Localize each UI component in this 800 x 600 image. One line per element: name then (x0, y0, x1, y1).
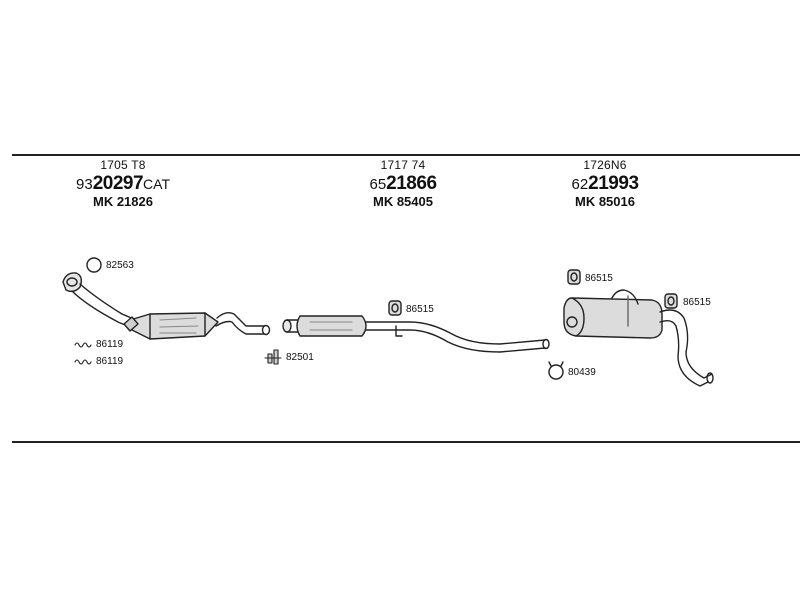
reference-code: 1705 T8 (100, 158, 146, 172)
callout-86119-a: 86119 (96, 339, 124, 350)
callout-80439: 80439 (568, 367, 596, 378)
reference-code: 1717 74 (380, 158, 426, 172)
part-suffix: CAT (143, 175, 170, 192)
part-prefix: 62 (571, 175, 589, 193)
bottom-divider (12, 441, 800, 443)
section-header-catalytic: 1705 T8 9320297CAT MK 21826 (58, 158, 188, 210)
front-pipe-catalytic (62, 272, 271, 340)
ring-gasket-icon (86, 257, 102, 273)
callout-82501: 82501 (286, 352, 314, 363)
callout-86515-rear-top: 86515 (585, 273, 613, 284)
rubber-hanger-icon (664, 293, 678, 309)
middle-silencer-pipe (282, 315, 550, 353)
part-number: 6521866 (338, 173, 468, 195)
callout-86119-b: 86119 (96, 356, 124, 367)
callout-82563: 82563 (106, 260, 134, 271)
spring-icon (74, 342, 92, 365)
callout-86515-rear-right: 86515 (683, 297, 711, 308)
part-number: 6221993 (540, 173, 670, 195)
rubber-hanger-icon (567, 269, 581, 285)
mounting-kit: MK 21826 (93, 193, 153, 209)
section-header-middle: 1717 74 6521866 MK 85405 (338, 158, 468, 210)
bolt-clamp-icon (264, 349, 282, 365)
part-prefix: 93 (76, 175, 93, 193)
part-main: 21866 (386, 172, 437, 194)
part-main: 20297 (92, 172, 144, 194)
part-prefix: 65 (369, 175, 387, 193)
section-header-rear: 1726N6 6221993 MK 85016 (540, 158, 670, 210)
pipe-clamp-icon (548, 361, 564, 380)
top-divider (12, 154, 800, 156)
part-number: 9320297CAT (58, 173, 188, 195)
reference-code: 1726N6 (583, 158, 627, 172)
rubber-hanger-icon (388, 300, 402, 316)
mounting-kit: MK 85016 (575, 193, 635, 209)
mounting-kit: MK 85405 (373, 193, 433, 209)
part-main: 21993 (588, 172, 639, 194)
callout-86515-middle: 86515 (406, 304, 434, 315)
rear-silencer-tailpipe (563, 289, 714, 387)
